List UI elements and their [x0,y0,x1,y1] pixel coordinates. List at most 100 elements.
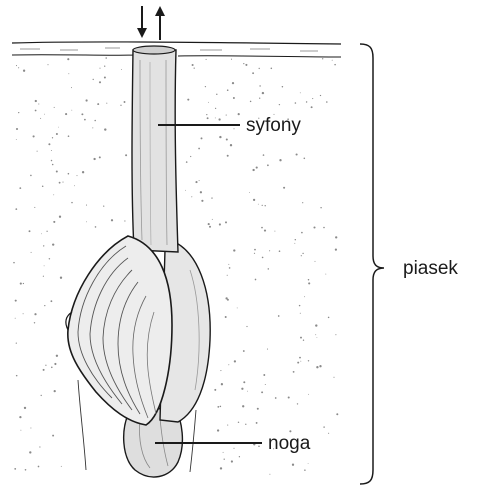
sand-speckle [71,87,72,88]
sand-speckle [263,374,265,376]
sand-speckle [326,101,328,103]
sand-speckle [234,360,236,362]
sand-speckle [333,377,334,378]
sand-speckle [231,59,232,60]
sand-speckle [84,119,86,121]
sand-speckle [16,342,17,343]
sand-speckle [86,99,88,101]
sand-speckle [297,403,298,404]
sand-speckle [301,255,302,256]
sand-speckle [16,375,18,377]
sand-speckle [81,113,83,115]
sand-speckle [217,429,219,431]
sand-speckle [316,366,318,368]
sand-speckle [208,223,210,225]
sand-speckle [34,207,35,208]
sand-speckle [99,81,101,83]
sand-speckle [259,98,260,99]
sand-speckle [262,257,264,259]
sand-speckle [46,231,47,232]
sand-speckle [323,426,324,427]
sand-speckle [16,128,18,130]
sand-speckle [76,175,77,176]
sand-speckle [41,233,42,234]
sand-speckle [299,305,300,306]
sand-speckle [16,65,17,66]
sand-speckle [19,187,21,189]
sand-speckle [245,424,246,425]
sand-speckle [292,464,294,466]
sand-speckle [15,318,16,319]
sand-speckle [214,389,216,391]
sand-speckle [256,167,258,169]
sand-speckle [61,466,62,467]
sand-speckle [185,190,186,191]
sand-speckle [259,85,260,86]
sand-speckle [319,365,321,367]
sand-speckle [104,128,106,130]
sand-speckle [187,99,189,101]
sand-bracket [360,44,384,484]
sand-speckle [206,114,207,115]
sand-speckle [322,58,323,59]
sand-speckle [59,182,61,184]
sand-speckle [230,144,232,146]
sand-speckle [44,114,45,115]
sand-speckle [23,283,24,284]
sand-speckle [208,102,209,103]
sand-speckle [19,416,21,418]
sand-speckle [220,467,222,469]
sand-speckle [51,160,53,162]
sand-speckle [328,433,329,434]
sand-speckle [56,170,58,172]
sand-speckle [283,187,285,189]
sand-speckle [207,117,209,119]
sand-speckle [51,367,53,369]
sand-speckle [206,59,207,60]
sand-speckle [243,350,245,352]
sand-speckle [317,337,318,338]
sand-speckle [269,250,270,251]
sand-speckle [104,66,105,67]
sand-speckle [282,86,283,87]
sand-speckle [23,70,25,72]
sand-speckle [228,264,229,265]
sand-speckle [279,104,280,105]
sand-speckle [229,267,231,269]
sand-speckle [220,370,221,371]
sand-speckle [215,117,216,118]
sand-speckle [295,102,297,104]
sand-speckle [242,405,244,407]
sand-speckle [54,107,55,108]
sand-speckle [233,249,235,251]
sand-speckle [62,182,63,183]
sand-speckle [233,97,235,99]
sand-speckle [68,173,70,175]
sand-speckle [99,68,100,69]
sand-speckle [43,369,45,371]
sand-speckle [92,127,93,128]
sand-speckle [43,276,44,277]
sand-speckle [39,446,40,447]
sand-speckle [265,205,266,206]
sand-speckle [54,363,56,365]
sand-speckle [34,322,35,323]
sand-speckle [124,220,125,221]
sand-speckle [262,205,263,206]
sand-speckle [315,334,316,335]
sand-speckle [53,221,55,223]
sand-speckle [48,143,50,145]
sand-speckle [323,227,325,229]
sand-speckle [231,460,233,462]
sand-speckle [54,390,56,392]
sand-speckle [243,381,245,383]
sand-speckle [302,253,303,254]
sand-speckle [313,226,315,228]
sand-speckle [232,82,234,84]
sand-speckle [221,383,223,385]
sand-speckle [335,334,336,335]
sand-speckle [225,297,227,299]
sand-speckle [58,127,59,128]
